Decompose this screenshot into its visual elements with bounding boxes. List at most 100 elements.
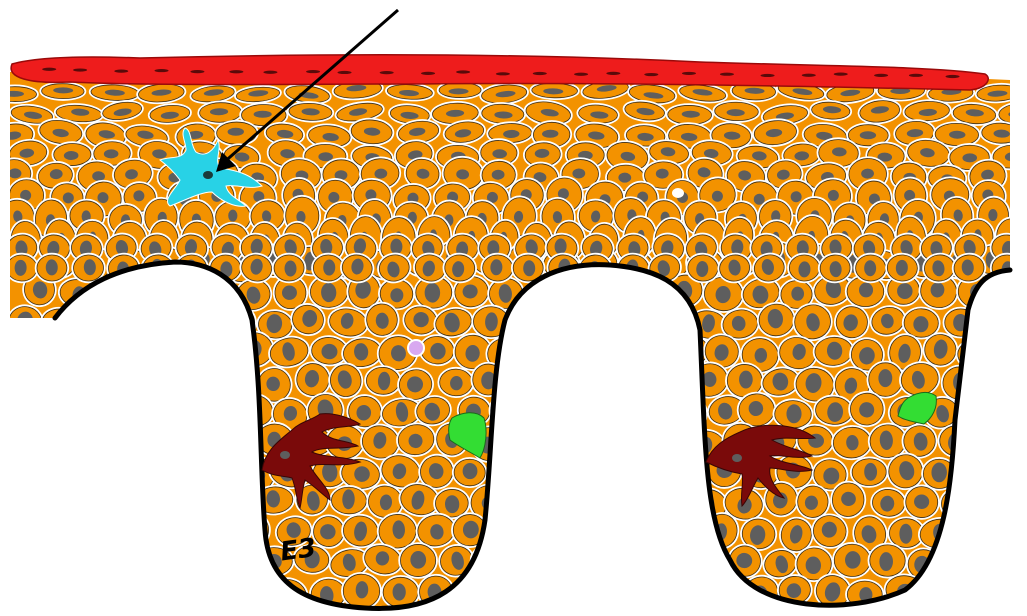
keratinocyte-outline [628,574,669,612]
cell-nucleus [988,432,1002,449]
keratinocyte [990,273,1027,311]
keratinocyte [921,577,961,612]
cell-nucleus [463,585,481,605]
keratinocyte [668,515,705,548]
keratinocyte-outline [618,423,656,460]
keratinocyte [160,391,202,433]
cell-nucleus [144,585,157,601]
keratinocyte-outline [634,519,667,548]
cell-nucleus [933,585,949,603]
cell-nucleus [951,494,965,512]
cell-nucleus [12,555,28,575]
keratinocyte-outline [166,453,201,486]
keratinocyte-outline [955,457,995,490]
keratinocyte [507,421,544,458]
keratinocyte-outline [582,428,621,458]
keratinocyte [631,336,667,373]
keratinocyte [976,544,1018,583]
keratinocyte-outline [39,546,75,583]
keratinocyte-outline [686,540,723,578]
keratinocyte-outline [957,397,995,429]
cell-nucleus [101,401,115,417]
keratinocyte [561,391,600,431]
keratinocyte [578,253,612,283]
cell-nucleus [556,553,573,572]
keratinocyte [57,576,93,611]
keratin-nucleus [834,73,848,76]
keratin-nucleus [263,71,277,74]
keratinocyte [581,427,622,459]
keratinocyte [91,455,128,490]
cell-nucleus [156,494,174,513]
keratinocyte [484,570,527,608]
keratinocyte-outline [945,546,977,579]
keratinocyte [992,576,1027,613]
keratinocyte [990,392,1027,427]
cell-nucleus [214,583,229,603]
cell-nucleus [179,524,195,544]
keratinocyte [615,368,656,401]
keratinocyte [652,305,692,344]
keratinocyte [487,453,528,487]
keratinocyte-outline [615,305,651,340]
keratinocyte [597,456,640,493]
keratin-nucleus [946,75,960,78]
cell-nucleus [667,372,679,388]
keratinocyte [594,278,634,311]
keratinocyte-outline [39,484,82,520]
cell-nucleus [607,584,623,601]
cell-nucleus [697,550,714,568]
cell-nucleus [481,552,493,567]
cell-nucleus [878,369,892,387]
keratinocyte [6,423,40,457]
cell-nucleus [34,404,54,424]
keratinocyte [617,422,657,462]
keratinocyte [971,483,1013,518]
keratinocyte [142,542,186,583]
small-white-spot [672,188,684,198]
keratinocyte-outline [545,301,582,337]
cell-nucleus [124,374,138,389]
cell-nucleus [35,581,52,602]
keratinocyte-outline [504,362,547,403]
keratin-nucleus [644,73,658,76]
keratinocyte-outline [545,484,580,519]
keratinocyte-outline [221,544,259,576]
cell-nucleus [642,524,658,543]
keratinocyte-outline [580,309,613,340]
keratin-nucleus [338,71,352,74]
cell-nucleus [176,459,192,481]
keratinocyte [142,421,186,461]
keratinocyte-outline [77,306,116,341]
cell-nucleus [49,554,64,574]
keratinocyte [560,333,605,376]
cell-nucleus [1001,399,1018,418]
keratinocyte [523,516,560,553]
keratinocyte-outline [669,516,703,547]
cell-nucleus [533,462,551,482]
keratinocyte-outline [959,576,998,608]
cell-nucleus [496,580,513,598]
keratinocyte [20,330,61,369]
cell-nucleus [859,283,873,298]
cell-nucleus [232,433,246,453]
cell-nucleus [988,372,1004,389]
cell-nucleus [967,464,984,484]
keratinocyte-outline [183,368,220,399]
keratinocyte [954,455,996,490]
keratinocyte-outline [580,543,616,578]
cell-nucleus [588,313,604,333]
cell-nucleus [13,371,27,391]
keratinocyte [633,518,668,549]
keratinocyte [201,573,243,613]
keratin-nucleus [720,73,734,76]
cell-nucleus [1006,464,1019,481]
keratinocyte-outline [221,424,258,460]
keratin-nucleus [456,70,470,73]
keratinocyte [39,361,81,399]
keratinocyte-outline [114,542,149,579]
keratinocyte-outline [200,451,242,488]
keratinocyte-outline [125,336,165,375]
keratin-nucleus [380,71,394,74]
cell-nucleus [1004,587,1020,603]
